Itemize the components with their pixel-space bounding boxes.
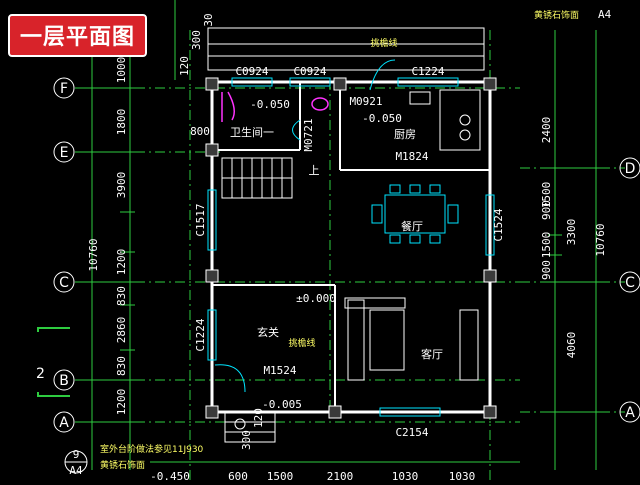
ref-a4-top: A4 bbox=[598, 8, 612, 21]
dim-left-2: 1800 bbox=[115, 109, 128, 136]
dim-left-total: 10760 bbox=[87, 238, 100, 271]
axis-A: A bbox=[59, 415, 69, 431]
axis-F: F bbox=[60, 81, 68, 97]
dim-left-1: 1000 bbox=[115, 57, 128, 84]
level-entry: -0.005 bbox=[262, 398, 302, 411]
window-c1524: C1524 bbox=[492, 208, 505, 241]
window-c1224-top: C1224 bbox=[411, 65, 444, 78]
plan-title-badge: 一层平面图 bbox=[8, 14, 148, 57]
eave-band bbox=[207, 27, 485, 71]
eave-label-entry: 挑檐线 bbox=[288, 337, 315, 349]
dim-bottom-4: 1030 bbox=[392, 470, 419, 483]
door-m1824: M1824 bbox=[395, 150, 428, 163]
dim-bottom-5: 1030 bbox=[449, 470, 476, 483]
dim-800: 800 bbox=[190, 125, 210, 138]
level-wc: -0.050 bbox=[250, 98, 290, 111]
room-kitchen: 厨房 bbox=[394, 128, 416, 141]
dim-bottom-3: 2100 bbox=[327, 470, 354, 483]
level-kitchen: -0.050 bbox=[362, 112, 402, 125]
door-swings bbox=[214, 59, 396, 393]
axis-right-A: A bbox=[625, 405, 635, 421]
exterior-walls bbox=[210, 80, 492, 414]
dim-left-8: 1200 bbox=[115, 389, 128, 416]
ref-9: 9 bbox=[73, 448, 80, 461]
dim-bottom-1: 600 bbox=[228, 470, 248, 483]
room-wc: 卫生间一 bbox=[230, 125, 274, 139]
dim-bottom-small-2: 120 bbox=[252, 408, 265, 428]
dimension-lines bbox=[85, 0, 600, 470]
door-m0721: M0721 bbox=[302, 118, 315, 151]
door-m1524: M1524 bbox=[263, 364, 296, 377]
window-c1224-left: C1224 bbox=[194, 318, 207, 351]
kitchen-counter bbox=[409, 89, 481, 151]
dim-left-3: 3900 bbox=[115, 172, 128, 199]
window-c1517: C1517 bbox=[194, 203, 207, 236]
dim-right-4: 900 bbox=[540, 260, 553, 280]
windows bbox=[207, 77, 495, 417]
axis-bubbles bbox=[53, 77, 640, 474]
eave-label-top: 挑檐线 bbox=[370, 37, 397, 49]
dim-left-6: 2860 bbox=[115, 317, 128, 344]
section-number: 2 bbox=[36, 366, 45, 382]
window-c0924-a: C0924 bbox=[235, 65, 268, 78]
finish-note-top: 黄锈石饰面 bbox=[534, 9, 579, 21]
dim-top-1: 120 bbox=[178, 56, 191, 76]
interior-walls bbox=[212, 82, 490, 412]
room-dining: 餐厅 bbox=[401, 219, 423, 233]
room-living: 客厅 bbox=[421, 347, 443, 361]
finish-note-bottom: 黄锈石饰面 bbox=[100, 459, 145, 471]
axis-right-D: D bbox=[625, 161, 636, 177]
door-m0921: M0921 bbox=[349, 95, 382, 108]
window-c0924-b: C0924 bbox=[293, 65, 326, 78]
steps-note: 室外台阶做法参见11J930 bbox=[100, 443, 204, 455]
dim-left-5: 830 bbox=[115, 286, 128, 306]
level-main: ±0.000 bbox=[296, 292, 336, 305]
dim-right-3: 1500 bbox=[540, 232, 553, 259]
dim-bottom-level: -0.450 bbox=[150, 470, 190, 483]
stair bbox=[221, 157, 293, 199]
window-c2154: C2154 bbox=[395, 426, 428, 439]
dim-right-2: 3300 bbox=[565, 219, 578, 246]
dim-bottom-small-1: 300 bbox=[240, 430, 253, 450]
dim-right-7: 1500 bbox=[540, 182, 553, 209]
dim-left-4: 1200 bbox=[115, 249, 128, 276]
dim-right-5: 4060 bbox=[565, 332, 578, 359]
dim-left-7: 830 bbox=[115, 356, 128, 376]
axis-C: C bbox=[59, 275, 69, 291]
entry-steps bbox=[224, 411, 276, 443]
section-mark bbox=[37, 327, 70, 397]
dim-top-3: 30 bbox=[202, 13, 215, 26]
axis-B: B bbox=[59, 373, 69, 389]
axis-E: E bbox=[60, 145, 69, 161]
sofa-set bbox=[344, 297, 479, 381]
dining-table bbox=[371, 184, 459, 244]
dim-right-1: 2400 bbox=[540, 117, 553, 144]
dim-bottom-2: 1500 bbox=[267, 470, 294, 483]
room-entry: 玄关 bbox=[257, 325, 279, 339]
wc-fixtures bbox=[221, 91, 329, 122]
columns bbox=[205, 77, 497, 419]
dim-top-2: 300 bbox=[190, 30, 203, 50]
dim-right-6: 900 bbox=[540, 200, 553, 220]
ref-a4-bottom: A4 bbox=[69, 464, 83, 477]
dim-right-total: 10760 bbox=[594, 223, 607, 256]
axis-right-C: C bbox=[625, 275, 635, 291]
stair-up-label: 上 bbox=[309, 164, 320, 177]
